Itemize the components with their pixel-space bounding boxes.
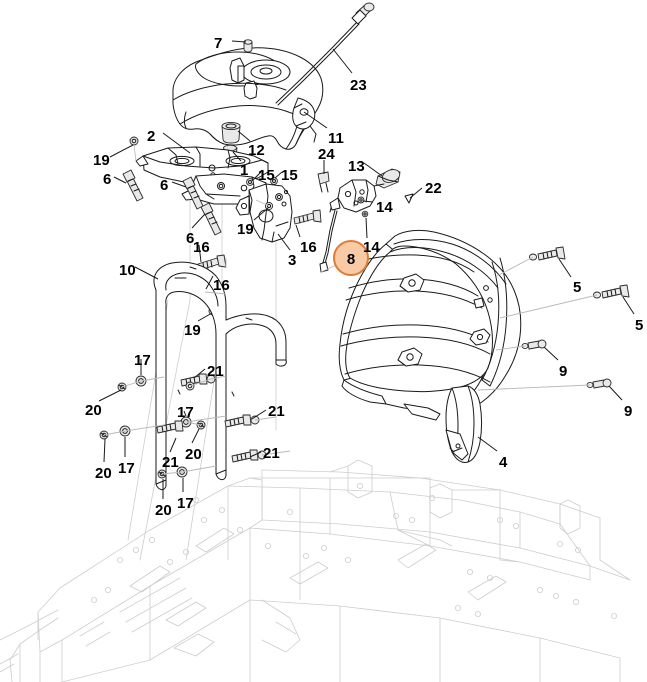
screw-part-15b: [270, 177, 278, 185]
lever-assembly-part-13: [319, 168, 401, 273]
callout-bolt-5-b: 5: [635, 317, 644, 334]
callout-screw-16-b: 16: [300, 239, 317, 256]
bolt-part-5b: [592, 284, 630, 299]
callout-fuel-cap: 7: [214, 35, 223, 52]
callout-nut-20-b: 20: [95, 465, 112, 482]
chute-clip-middle: [397, 347, 423, 367]
callout-dipstick-rod: 23: [350, 77, 367, 94]
callout-screw-16-c: 16: [213, 277, 230, 294]
callout-washer-handle: 19: [184, 322, 201, 339]
callout-washer-17-a: 17: [134, 352, 151, 369]
callout-washer-upper-left: 19: [93, 152, 110, 169]
callout-bolt-9-b: 9: [624, 403, 633, 420]
callout-grass-chute-deflector: 4: [499, 454, 508, 471]
pin-part-14a: [357, 196, 365, 204]
callout-screw-21-b: 21: [268, 403, 285, 420]
callout-screw-6-a: 6: [103, 171, 112, 188]
screw-part-6c: [200, 202, 222, 236]
callout-washer-17-d: 17: [177, 495, 194, 512]
callout-screw-15-b: 15: [281, 167, 298, 184]
callout-bolt-9-a: 9: [559, 363, 568, 380]
callout-small-pin: 22: [425, 180, 442, 197]
svg-text:8: 8: [347, 251, 355, 268]
bolt-part-9a: [521, 339, 547, 350]
clip-pin-part-24: [317, 171, 330, 193]
grommet-part-12: [221, 121, 241, 144]
callout-bolt-5-a: 5: [573, 279, 582, 296]
callout-nut-20-d: 20: [155, 502, 172, 519]
callout-screw-6-c: 6: [186, 230, 195, 247]
leader-lines: [98, 40, 635, 499]
callout-screw-21-d: 21: [263, 445, 280, 462]
fuel-cap-part-7: [243, 39, 253, 53]
callout-screw-16-a: 16: [193, 239, 210, 256]
callout-washer-mid: 19: [237, 221, 254, 238]
callout-grommet-upper: 12: [248, 142, 265, 159]
callout-screw-21-c: 21: [162, 454, 179, 471]
pin-part-14b: [361, 210, 369, 218]
callout-handle-bar: 10: [119, 262, 136, 279]
callout-washer-17-c: 17: [118, 460, 135, 477]
callout-grommet-lower: 1: [240, 162, 249, 179]
chute-clip-upper: [399, 273, 425, 293]
bolt-part-5a: [528, 246, 566, 261]
handle-bar-part-10: [153, 261, 287, 491]
callout-fuel-tank: 11: [328, 130, 344, 147]
callout-nut-20-a: 20: [85, 402, 102, 419]
callout-support-bracket: 3: [288, 252, 297, 269]
ghost-chassis-frame: [0, 459, 631, 682]
callout-screw-6-b: 6: [160, 177, 169, 194]
callout-pin-14-b: 14: [363, 239, 380, 256]
screw-part-15a: [246, 178, 254, 186]
callout-bracket-plate: 2: [147, 128, 156, 145]
screw-part-21c: [156, 420, 184, 434]
callout-clip-pin: 24: [318, 146, 335, 163]
screw-part-6a: [122, 169, 144, 202]
bolt-part-9b: [586, 378, 612, 389]
grass-chute-part-4: [338, 229, 522, 463]
callout-screw-21-a: 21: [207, 363, 224, 380]
pin-part-22: [404, 193, 414, 204]
screw-part-16b: [293, 209, 322, 225]
dipstick-rod-part-23: [275, 2, 375, 106]
callout-lever-knob: 13: [348, 158, 365, 175]
support-bracket-part-3: [235, 183, 293, 243]
callout-nut-20-c: 20: [185, 446, 202, 463]
fuel-tank: [172, 47, 324, 150]
screw-part-21b: [224, 414, 260, 428]
callout-pin-14-a: 14: [376, 199, 393, 216]
washer-part-19a: [129, 136, 139, 146]
highlight-circle-part-8[interactable]: 8: [333, 240, 369, 276]
callout-screw-15-a: 15: [258, 167, 275, 184]
callout-washer-17-b: 17: [177, 404, 194, 421]
chute-clip-lower: [469, 328, 491, 346]
